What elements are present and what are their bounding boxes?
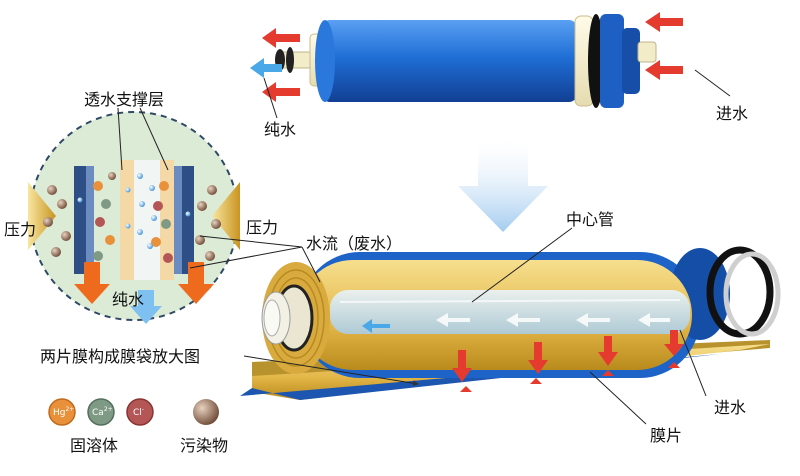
pure-arrow-center [130,290,162,324]
label-pressure-left: 压力 [4,220,37,239]
top-cartridge [250,12,731,119]
legend-pollutant [193,399,219,425]
label-inlet-top: 进水 [716,104,749,123]
pollutant-particles [43,172,221,263]
legend-pollutants: 污染物 [180,436,229,455]
top-inlet-arrows [645,12,683,80]
label-pressure-right: 压力 [246,218,279,237]
center-tube-arrows [436,313,670,327]
legend-cl-ion [126,398,154,426]
label-pure-water-top: 纯水 [264,120,297,139]
label-pure-water-circle: 纯水 [112,290,145,309]
membrane-detail-circle [28,107,240,324]
label-two-sheets: 两片膜构成膜袋放大图 [40,347,201,366]
label-water-flow: 水流（废水） [306,234,403,253]
legend-cl-label: Cl- [133,406,144,418]
waste-arrow-left [74,262,110,304]
label-center-tube: 中心管 [566,210,615,229]
legend-dissolved-solids: 固溶体 [70,436,119,455]
rolled-membrane-element [240,246,781,400]
legend [48,398,219,426]
label-membrane-sheet: 膜片 [650,426,683,445]
permeate-arrows [452,330,684,382]
water-bubbles [77,173,191,249]
legend-ca-ion [87,398,115,426]
top-outlet-arrows [250,28,300,102]
waste-arrow-right [178,262,214,304]
big-down-arrow [458,140,548,232]
legend-ca-label: Ca2+ [92,406,113,418]
leader-lines [189,227,707,425]
legend-hg-label: Hg2+ [53,406,75,418]
label-support-layer: 透水支撑层 [84,90,165,109]
label-inlet-bottom: 进水 [714,398,747,417]
legend-hg-ion [48,398,76,426]
